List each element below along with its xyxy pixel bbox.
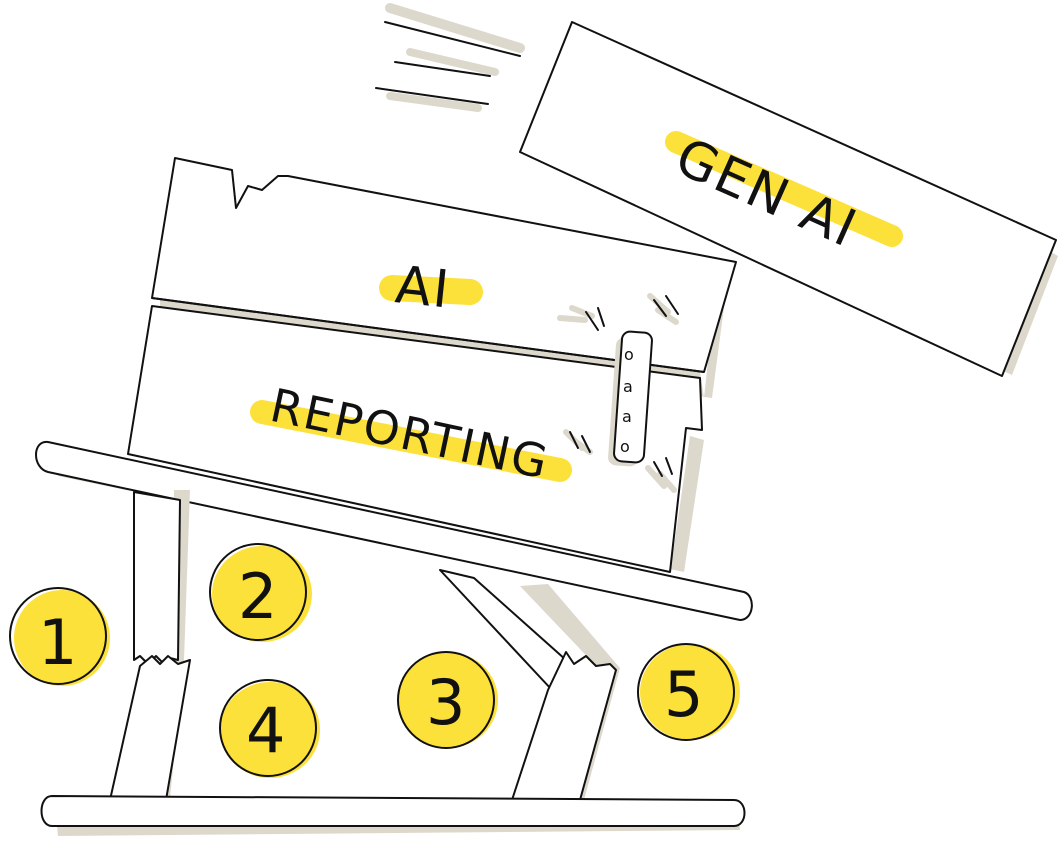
clamp-mark-1: o bbox=[624, 345, 636, 364]
clamp-mark-2: a bbox=[623, 377, 635, 396]
left-post bbox=[110, 490, 190, 800]
coin-5: 5 bbox=[638, 644, 740, 740]
coin-1-label: 1 bbox=[38, 606, 77, 679]
ai-label: AI bbox=[393, 255, 454, 320]
bottom-plank bbox=[42, 796, 745, 836]
coin-3-label: 3 bbox=[426, 666, 465, 739]
coin-4: 4 bbox=[220, 680, 320, 778]
coin-5-label: 5 bbox=[664, 658, 703, 731]
motion-lines bbox=[376, 8, 520, 108]
coin-1: 1 bbox=[10, 588, 110, 686]
clamp-mark-3: a bbox=[622, 407, 634, 426]
coin-2-label: 2 bbox=[238, 560, 277, 633]
clamp-mark-4: o bbox=[620, 437, 632, 456]
coin-4-label: 4 bbox=[246, 694, 285, 767]
coin-3: 3 bbox=[398, 652, 498, 748]
coin-2: 2 bbox=[210, 544, 312, 642]
